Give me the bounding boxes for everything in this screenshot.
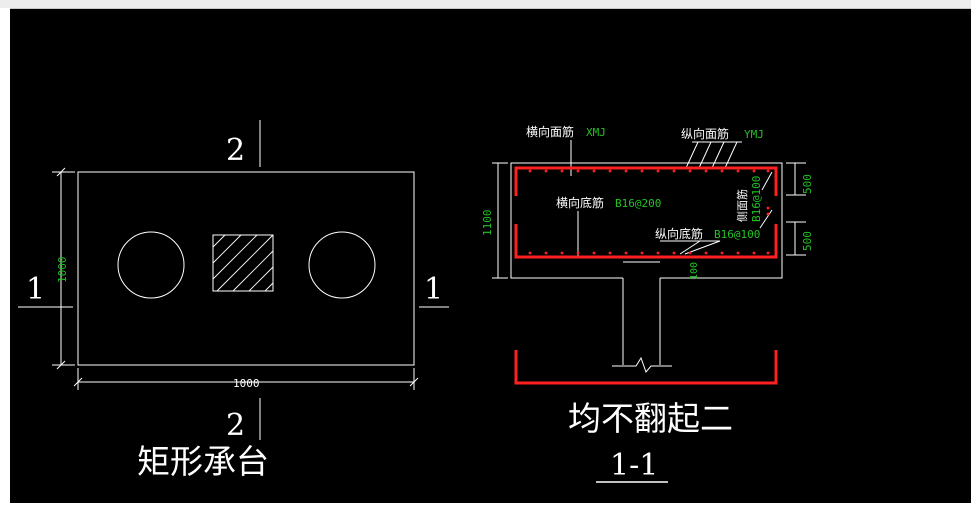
code-transverse-top: XMJ	[586, 126, 606, 139]
column-hatch	[212, 234, 274, 292]
label-longitudinal-bottom: 纵向底筋	[655, 226, 703, 241]
plan-dim-width: 1000	[233, 377, 260, 390]
label-side: 侧面筋	[735, 189, 749, 222]
code-longitudinal-top: YMJ	[744, 128, 764, 141]
plan-section-label-right: 1	[424, 272, 443, 307]
plan-title: 矩形承台	[137, 442, 269, 481]
section-dim-lower-label: 500	[801, 231, 814, 251]
plan-section-label-left: 1	[26, 272, 45, 307]
section-view	[492, 140, 806, 373]
cad-drawing: 2 2 1 1 1000 1000 矩形承台	[18, 120, 814, 483]
plan-view	[18, 120, 449, 440]
label-longitudinal-top: 纵向面筋	[681, 126, 729, 141]
pile-cap-outline	[77, 171, 415, 366]
bottom-rebar	[514, 224, 778, 259]
section-dim-height-label: 1100	[481, 210, 494, 237]
label-transverse-bottom: 横向底筋	[556, 195, 604, 210]
plan-section-label-top: 2	[226, 133, 245, 168]
window-top-edge	[0, 0, 971, 9]
break-line	[612, 356, 672, 373]
plan-dim-height: 1000	[56, 257, 69, 284]
pile-left	[117, 231, 185, 299]
section-title-main: 均不翻起二	[568, 399, 733, 438]
spec-longitudinal-bottom: B16@100	[714, 228, 760, 241]
top-rebar	[514, 166, 778, 196]
pile-right	[308, 231, 376, 299]
label-transverse-top: 横向面筋	[526, 124, 574, 139]
drawing-canvas[interactable]: 2 2 1 1 1000 1000 矩形承台	[10, 9, 971, 503]
section-dim-bottom-label: 100	[689, 262, 700, 280]
section-cap-outline	[510, 162, 783, 279]
spec-transverse-bottom: B16@200	[615, 197, 661, 210]
rebar-cage	[514, 166, 778, 385]
base-bracket	[514, 350, 778, 385]
rebar-dots	[528, 169, 770, 255]
spec-side: B16@100	[750, 176, 763, 222]
plan-section-label-bottom: 2	[226, 408, 245, 443]
window-left-edge	[0, 8, 10, 503]
section-dim-upper-label: 500	[801, 174, 814, 194]
section-title-sub: 1-1	[610, 448, 658, 483]
